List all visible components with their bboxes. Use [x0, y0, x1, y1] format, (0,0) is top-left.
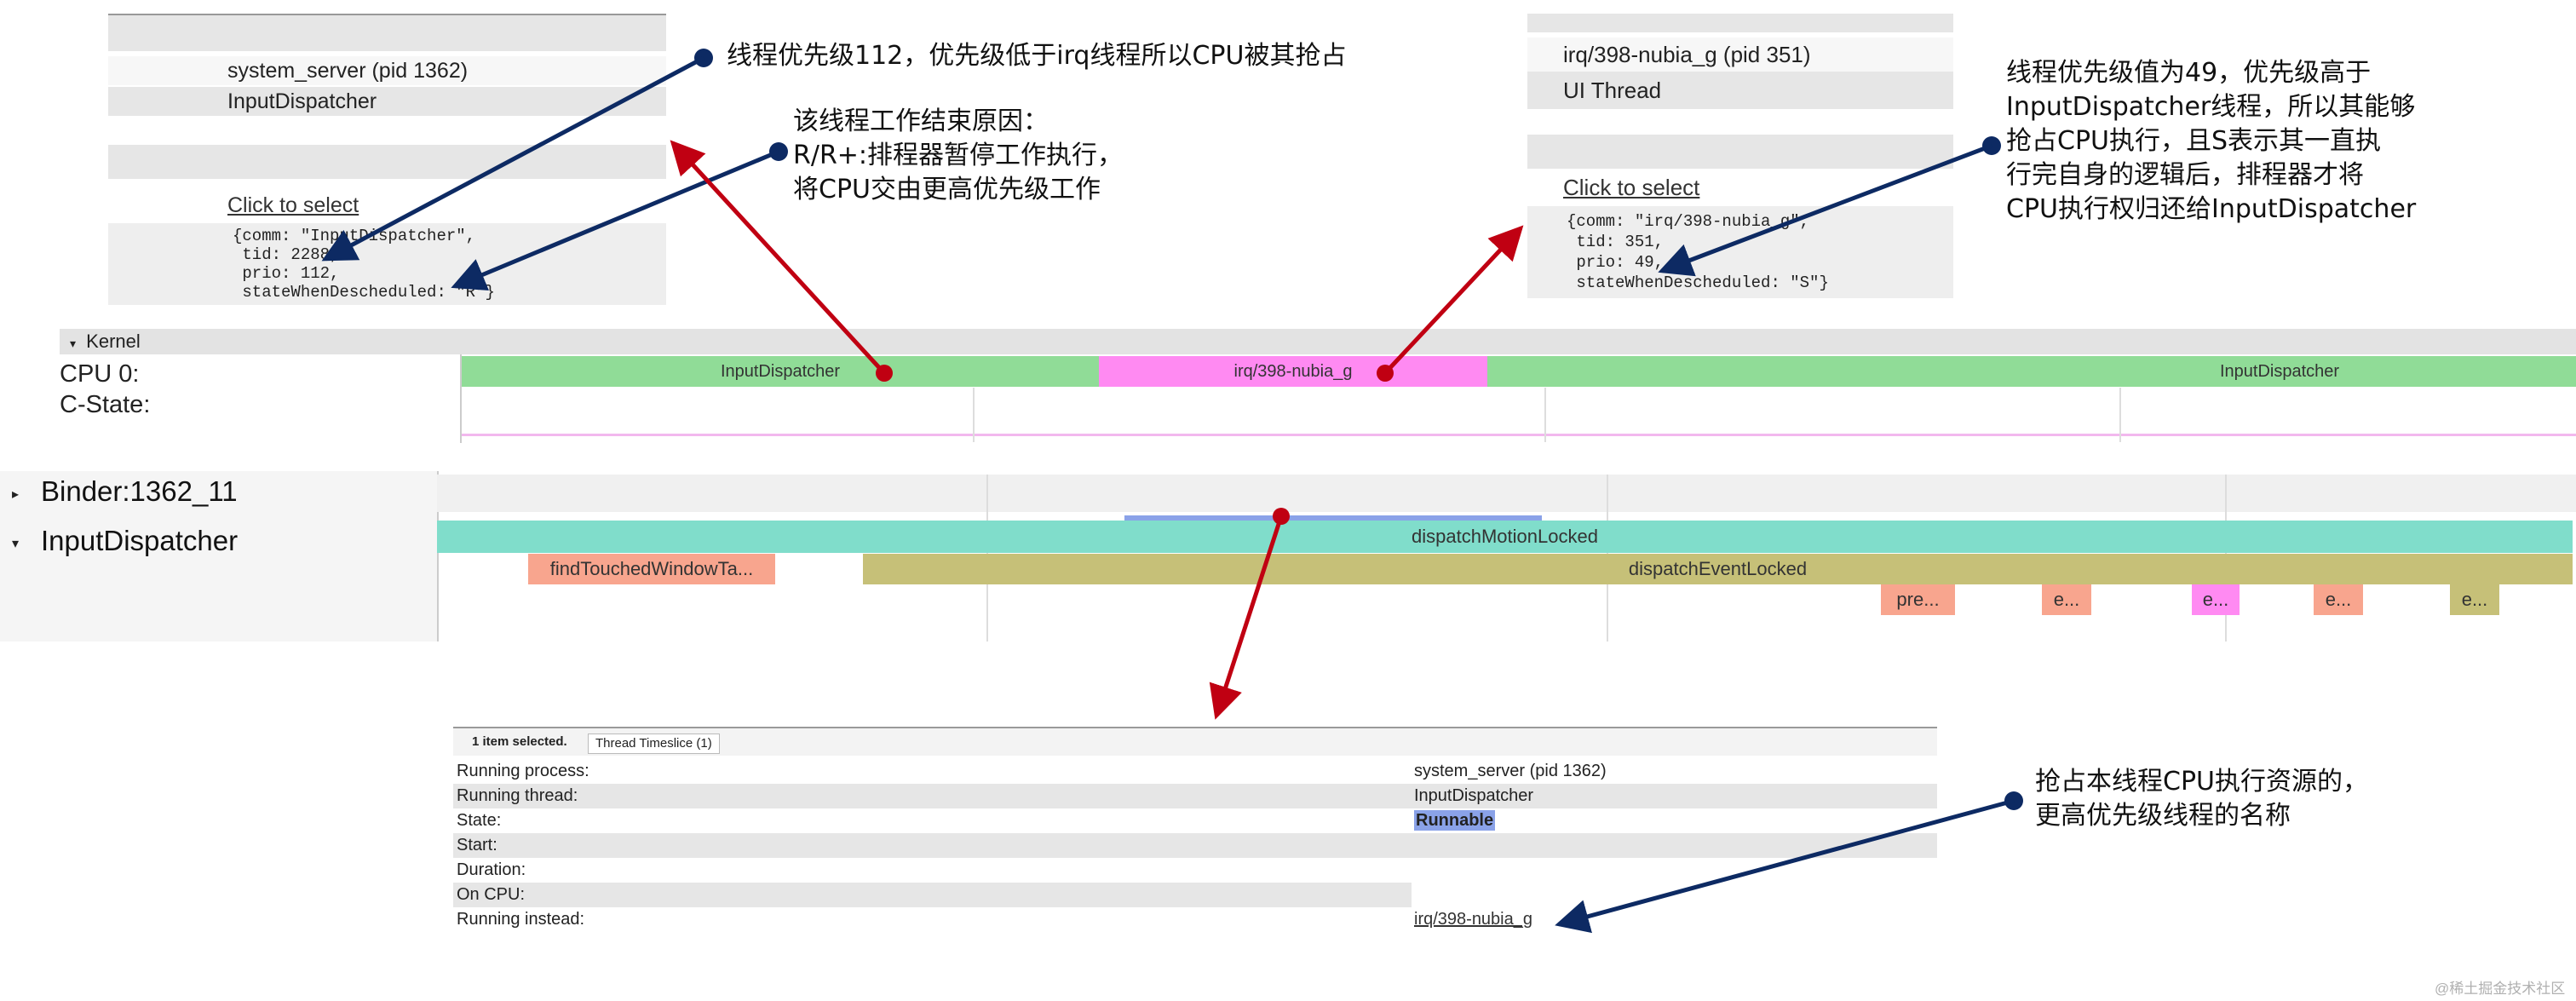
click-to-select-link[interactable]: Click to select: [1563, 175, 1700, 200]
detail-value: system_server (pid 1362): [1414, 762, 1607, 780]
detail-label: Duration:: [457, 860, 526, 879]
tooltip-thread-name: UI Thread: [1527, 72, 1953, 109]
kernel-section-header[interactable]: ▾ Kernel: [60, 329, 2576, 354]
detail-row-oncpu: On CPU:: [453, 883, 1412, 907]
note-line: CPU执行权归还给InputDispatcher: [2006, 194, 2417, 224]
detail-label: Start:: [457, 836, 497, 854]
cpu-slice-irq[interactable]: irq/398-nubia_g: [1099, 356, 1487, 387]
slice-dispatch-event[interactable]: dispatchEventLocked: [863, 554, 2573, 584]
binder-track-bg: [437, 475, 2576, 512]
tooltip-inputdispatcher: system_server (pid 1362) InputDispatcher…: [108, 14, 666, 305]
note-preempt: 抢占本线程CPU执行资源的， 更高优先级线程的名称: [2035, 765, 2368, 833]
detail-label: On CPU:: [457, 885, 526, 904]
detail-row-start: Start:: [453, 833, 1937, 858]
args-line: prio: 49,: [1567, 253, 1665, 272]
tooltip-click-to-select[interactable]: Click to select: [108, 191, 666, 220]
tooltip-spacer-bar: [1527, 135, 1953, 169]
collapse-icon[interactable]: ▾: [12, 537, 20, 551]
red-dot-marker: [1273, 508, 1290, 525]
detail-row-running-instead: Running instead: irq/398-nubia_g: [453, 907, 1937, 932]
detail-label: Running process:: [457, 762, 589, 780]
expand-icon[interactable]: ▸: [12, 487, 20, 502]
note-line: 更高优先级线程的名称: [2035, 801, 2291, 831]
note-line: 行完自身的逻辑后，排程器才将: [2006, 160, 2364, 190]
grid-line: [2119, 388, 2121, 442]
detail-label: State:: [457, 811, 502, 830]
slice-small[interactable]: e...: [2450, 584, 2499, 615]
slice-find-touched-window[interactable]: findTouchedWindowTa...: [528, 554, 775, 584]
arrow-to-tooltip-right: [1383, 225, 1524, 375]
arrow-to-running-instead: [1555, 798, 2015, 934]
detail-row-state: State: Runnable: [453, 808, 1937, 833]
note-line: 该线程工作结束原因：: [793, 106, 1049, 136]
panel-top-border: [453, 727, 1937, 728]
tooltip-header-bar: [1527, 14, 1953, 32]
note-end-reason: 该线程工作结束原因： R/R+:排程器暂停工作执行， 将CPU交由更高优先级工作: [793, 105, 1123, 207]
tooltip-click-to-select[interactable]: Click to select: [1527, 170, 1953, 204]
cpu-slice-inputdispatcher[interactable]: InputDispatcher: [462, 356, 1099, 387]
red-dot-marker: [876, 365, 893, 382]
tooltip-process-name: system_server (pid 1362): [108, 56, 666, 85]
tooltip-thread-name: InputDispatcher: [108, 87, 666, 116]
tooltip-header-bar: [108, 14, 666, 51]
cpu-slice-inputdispatcher[interactable]: InputDispatcher: [1487, 356, 2576, 387]
note-line: R/R+:排程器暂停工作执行，: [793, 141, 1124, 170]
cstate-line: [462, 434, 2576, 436]
slice-small[interactable]: pre...: [1881, 584, 1955, 615]
running-instead-link[interactable]: irq/398-nubia_g: [1414, 910, 1532, 929]
args-line: prio: 112,: [233, 264, 340, 283]
note-line: InputDispatcher线程，所以其能够: [2006, 92, 2416, 122]
slice-dispatch-motion[interactable]: dispatchMotionLocked: [437, 521, 2573, 553]
note-priority-high: 线程优先级值为49，优先级高于 InputDispatcher线程，所以其能够 …: [2006, 56, 2416, 227]
slice-small[interactable]: e...: [2192, 584, 2240, 615]
detail-row-duration: Duration:: [453, 858, 1937, 883]
note-line: 抢占本线程CPU执行资源的，: [2035, 767, 2368, 797]
note-line: 将CPU交由更高优先级工作: [793, 175, 1101, 204]
cpu0-label: CPU 0:: [60, 360, 140, 388]
kernel-title: Kernel: [86, 331, 141, 352]
arrow-to-state-r: [451, 149, 779, 291]
detail-value-state: Runnable: [1414, 810, 1496, 831]
thread-label-binder[interactable]: Binder:1362_11: [41, 475, 238, 507]
arrow-to-prio-112: [321, 55, 705, 262]
arrow-to-prio-49: [1658, 143, 1992, 277]
args-line: stateWhenDescheduled: "S"}: [1567, 273, 1829, 292]
detail-row-thread: Running thread: InputDispatcher: [453, 784, 1937, 808]
tooltip-irq: irq/398-nubia_g (pid 351) UI Thread Clic…: [1527, 14, 1953, 298]
tab-items-selected[interactable]: 1 item selected.: [472, 734, 567, 749]
thread-label-inputdispatcher[interactable]: InputDispatcher: [41, 525, 239, 556]
tooltip-args-box: {comm: "irq/398-nubia_g", tid: 351, prio…: [1527, 206, 1953, 298]
tooltip-process-name: irq/398-nubia_g (pid 351): [1527, 37, 1953, 72]
click-to-select-link[interactable]: Click to select: [227, 193, 359, 217]
arrow-to-details-panel: [1209, 515, 1284, 720]
selection-details-panel: 1 item selected. Thread Timeslice (1) Ru…: [453, 727, 1937, 934]
chevron-down-icon[interactable]: ▾: [70, 337, 77, 350]
detail-label: Running instead:: [457, 910, 585, 929]
slice-small[interactable]: e...: [2042, 584, 2091, 615]
slice-small[interactable]: e...: [2314, 584, 2363, 615]
cstate-label: C-State:: [60, 391, 151, 418]
grid-line: [973, 388, 975, 442]
red-dot-marker: [1377, 365, 1394, 382]
tooltip-spacer-bar: [108, 145, 666, 179]
watermark: @稀土掘金技术社区: [2435, 981, 2566, 997]
thread-state-runnable[interactable]: [1124, 515, 1542, 521]
tab-thread-timeslice[interactable]: Thread Timeslice (1): [588, 733, 720, 754]
detail-row-process: Running process: system_server (pid 1362): [453, 759, 1937, 784]
args-line: tid: 351,: [1567, 233, 1665, 251]
args-line: {comm: "irq/398-nubia_g",: [1567, 212, 1810, 231]
note-priority-low: 线程优先级112，优先级低于irq线程所以CPU被其抢占: [727, 41, 1347, 71]
note-line: 线程优先级值为49，优先级高于: [2006, 58, 2372, 88]
track-divider: [460, 354, 462, 443]
arrow-to-tooltip-left: [670, 140, 886, 375]
cpu-slice-label: InputDispatcher: [2220, 362, 2340, 381]
grid-line: [1544, 388, 1546, 442]
detail-value: InputDispatcher: [1414, 786, 1534, 805]
note-line: 抢占CPU执行，且S表示其一直执: [2006, 126, 2382, 156]
detail-label: Running thread:: [457, 786, 578, 805]
